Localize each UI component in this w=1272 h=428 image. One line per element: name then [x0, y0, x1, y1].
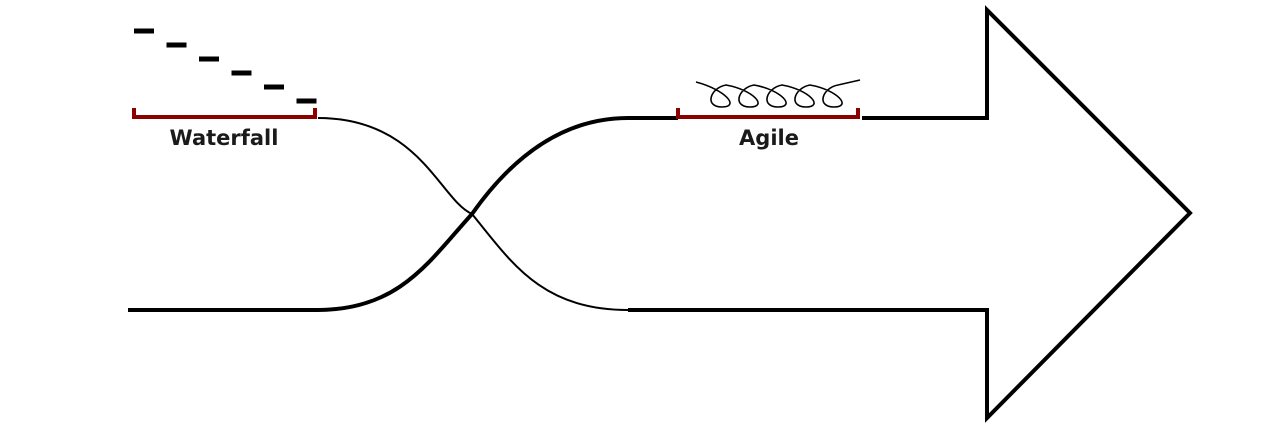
- agile-curve: [128, 116, 678, 312]
- agile-label: Agile: [739, 126, 799, 150]
- waterfall-steps-icon: [134, 28, 317, 104]
- agile-bracket: [676, 108, 860, 119]
- agile-loops-icon: [695, 79, 861, 108]
- waterfall-bracket: [132, 108, 317, 119]
- arrow-outline: [628, 5, 1193, 423]
- waterfall-label: Waterfall: [169, 126, 279, 150]
- agile-loop-stroke: [695, 79, 861, 108]
